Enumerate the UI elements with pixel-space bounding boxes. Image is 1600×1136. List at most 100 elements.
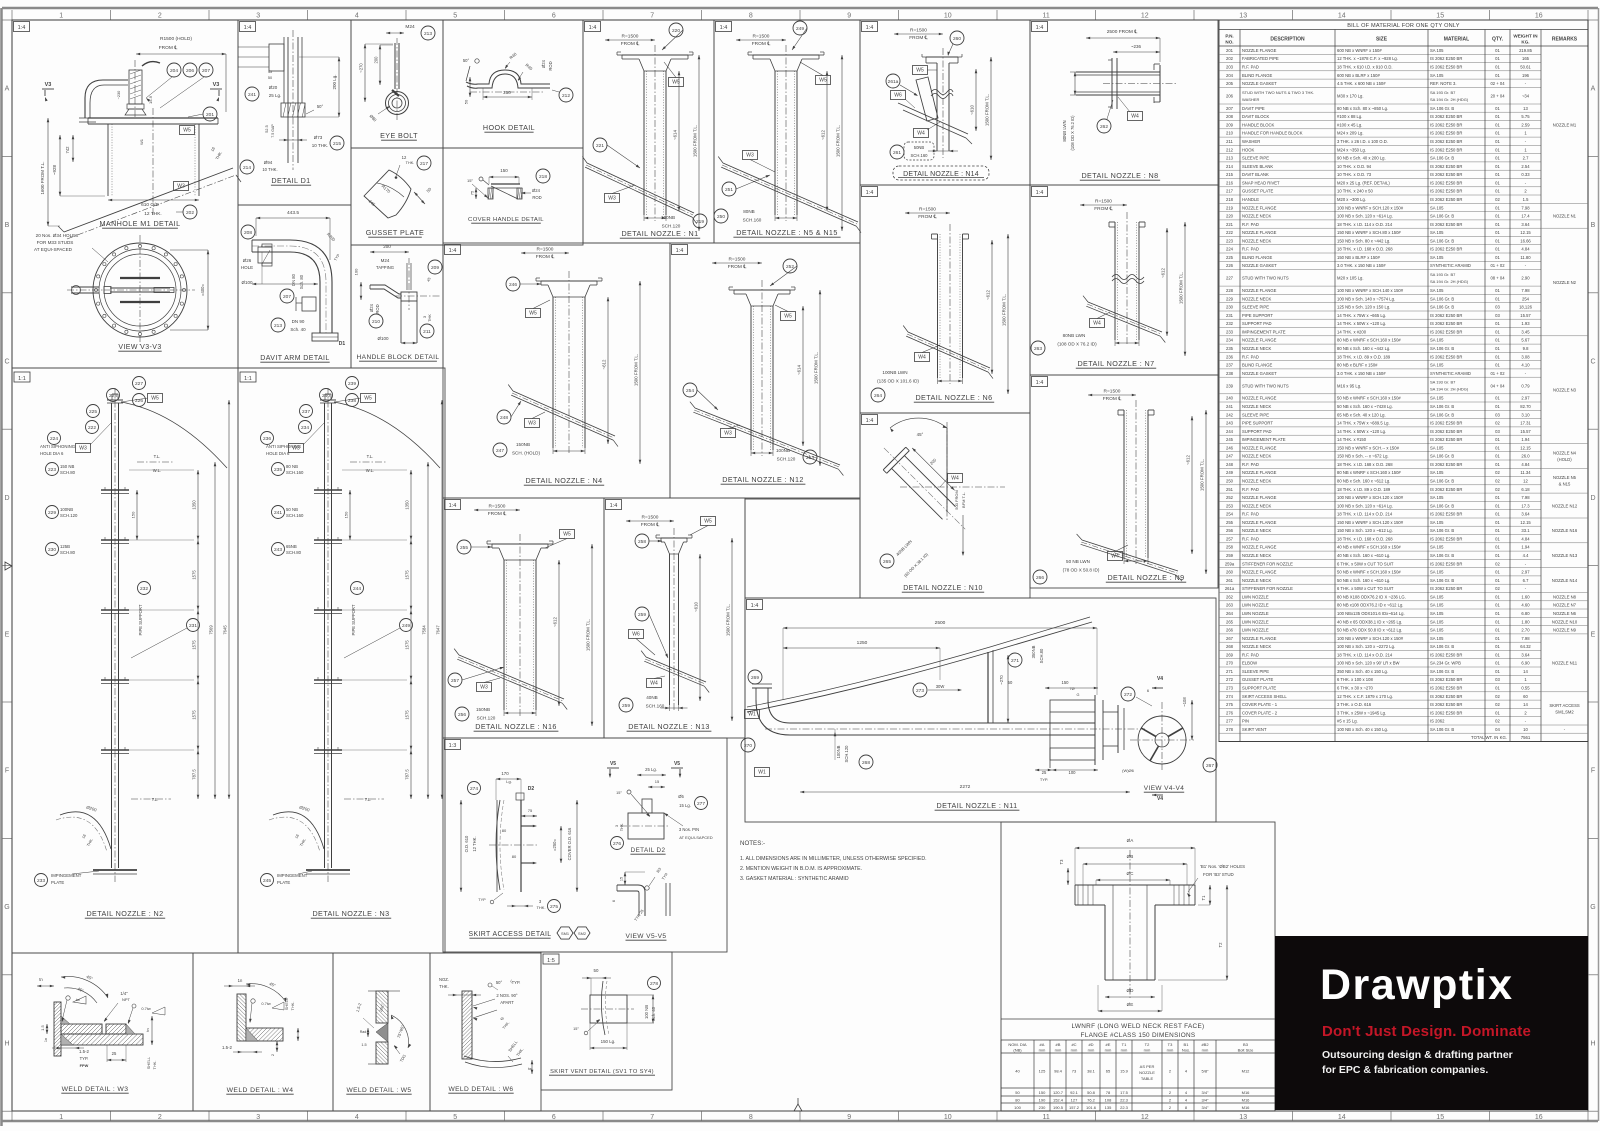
svg-text:257: 257 bbox=[1226, 537, 1234, 542]
svg-text:SHELL: SHELL bbox=[146, 1056, 151, 1069]
svg-text:236: 236 bbox=[1226, 354, 1234, 359]
svg-text:1.93: 1.93 bbox=[1521, 321, 1530, 326]
svg-text:247: 247 bbox=[1226, 454, 1234, 459]
svg-text:01: 01 bbox=[1495, 537, 1500, 542]
svg-text:NOZZLE FLANGE: NOZZLE FLANGE bbox=[1242, 338, 1277, 343]
svg-text:255: 255 bbox=[460, 545, 468, 551]
svg-text:THK.: THK. bbox=[152, 1061, 157, 1070]
svg-text:18,126: 18,126 bbox=[1519, 305, 1532, 310]
svg-text:NOZZLE FLANGE: NOZZLE FLANGE bbox=[1242, 288, 1277, 293]
svg-text:NOZZLE N5: NOZZLE N5 bbox=[1553, 475, 1577, 480]
svg-text:FROM ℄: FROM ℄ bbox=[918, 214, 937, 220]
svg-text:NOZZLE FLANGE: NOZZLE FLANGE bbox=[1242, 520, 1277, 525]
svg-text:263: 263 bbox=[1034, 346, 1042, 352]
svg-text:6: 6 bbox=[552, 1114, 556, 1121]
svg-text:259a: 259a bbox=[1225, 561, 1235, 566]
svg-text:for EPC & fabrication companie: for EPC & fabrication companies. bbox=[1322, 1064, 1488, 1076]
svg-text:3 THK. x 26 I.D. x 100 O.D.: 3 THK. x 26 I.D. x 100 O.D. bbox=[1337, 139, 1388, 144]
svg-text:IS 2062 E250 BR: IS 2062 E250 BR bbox=[1430, 437, 1462, 442]
svg-text:NOZZLE N7: NOZZLE N7 bbox=[1553, 603, 1577, 608]
svg-text:1500 FROM T.L.: 1500 FROM T.L. bbox=[1179, 272, 1184, 304]
svg-text:7561: 7561 bbox=[1521, 735, 1531, 740]
svg-text:Ø73: Ø73 bbox=[314, 135, 323, 140]
svg-text:80 NB x Sch. 160 x ~612 Lg.: 80 NB x Sch. 160 x ~612 Lg. bbox=[1337, 479, 1390, 484]
svg-text:12: 12 bbox=[402, 155, 407, 160]
svg-text:T3: T3 bbox=[1168, 1042, 1173, 1047]
svg-text:DETAIL NOZZLE : N6: DETAIL NOZZLE : N6 bbox=[915, 393, 992, 402]
svg-text:238: 238 bbox=[348, 398, 356, 404]
svg-text:14 THK. x 50W x ~120 Lg.: 14 THK. x 50W x ~120 Lg. bbox=[1337, 429, 1386, 434]
svg-text:ØE: ØE bbox=[1127, 1002, 1134, 1007]
svg-text:SM2: SM2 bbox=[578, 931, 586, 936]
svg-text:01: 01 bbox=[1495, 255, 1500, 260]
svg-text:4: 4 bbox=[1185, 1069, 1188, 1074]
svg-text:COVER PLATE - 1: COVER PLATE - 1 bbox=[1242, 702, 1278, 707]
svg-text:10 THK.: 10 THK. bbox=[312, 143, 328, 148]
svg-text:NOZZLE N13: NOZZLE N13 bbox=[1552, 553, 1578, 558]
svg-text:NOZZLE N4: NOZZLE N4 bbox=[1553, 450, 1577, 455]
svg-text:FROM ℄: FROM ℄ bbox=[621, 41, 640, 47]
svg-text:260: 260 bbox=[1226, 570, 1234, 575]
svg-text:R.F. PAD: R.F. PAD bbox=[1242, 247, 1259, 252]
svg-text:20 + 04: 20 + 04 bbox=[1490, 94, 1505, 99]
svg-text:226: 226 bbox=[1226, 263, 1234, 268]
svg-text:01: 01 bbox=[1495, 156, 1500, 161]
svg-text:1n: 1n bbox=[44, 1038, 48, 1042]
svg-text:#E: #E bbox=[1106, 1042, 1111, 1047]
svg-text:214: 214 bbox=[1226, 164, 1234, 169]
svg-text:R=1500: R=1500 bbox=[919, 207, 936, 213]
svg-text:WEIGHT IN: WEIGHT IN bbox=[1513, 34, 1538, 39]
svg-text:R=1500: R=1500 bbox=[1095, 199, 1112, 205]
svg-text:50: 50 bbox=[464, 99, 469, 104]
svg-text:R.F. PAD: R.F. PAD bbox=[1242, 65, 1259, 70]
svg-text:16.66: 16.66 bbox=[1520, 238, 1531, 243]
svg-text:01: 01 bbox=[1495, 321, 1500, 326]
svg-text:SCH.80: SCH.80 bbox=[60, 470, 76, 475]
svg-text:(108 OD X 76.2 ID): (108 OD X 76.2 ID) bbox=[1070, 115, 1075, 151]
svg-text:204: 204 bbox=[1226, 73, 1234, 78]
svg-text:DETAIL NOZZLE : N9: DETAIL NOZZLE : N9 bbox=[1107, 573, 1184, 582]
svg-text:R40: R40 bbox=[508, 51, 518, 60]
svg-text:18 THK. x I.D. 168 x O.D. 268: 18 THK. x I.D. 168 x O.D. 268 bbox=[1337, 537, 1393, 542]
svg-text:NOZZLE NECK: NOZZLE NECK bbox=[1242, 503, 1272, 508]
svg-text:200 Lg.: 200 Lg. bbox=[332, 74, 337, 89]
svg-text:2: 2 bbox=[1169, 1105, 1172, 1110]
svg-text:1.94: 1.94 bbox=[1521, 437, 1530, 442]
svg-text:6.7: 6.7 bbox=[1523, 578, 1529, 583]
svg-text:01: 01 bbox=[1495, 363, 1500, 368]
svg-text:12: 12 bbox=[1141, 13, 1149, 20]
svg-text:233: 233 bbox=[37, 878, 45, 884]
svg-text:256: 256 bbox=[458, 712, 466, 718]
svg-text:100 NB x Sch. 140 x ~7574 Lg.: 100 NB x Sch. 140 x ~7574 Lg. bbox=[1337, 296, 1395, 301]
svg-text:40: 40 bbox=[1015, 1069, 1020, 1074]
svg-text:3.64: 3.64 bbox=[1521, 512, 1530, 517]
svg-text:267: 267 bbox=[1226, 636, 1234, 641]
svg-text:APART: APART bbox=[500, 1000, 514, 1005]
svg-text:26.0: 26.0 bbox=[1521, 454, 1530, 459]
svg-text:SM1,SM2: SM1,SM2 bbox=[1555, 709, 1574, 714]
svg-text:25: 25 bbox=[1042, 770, 1047, 775]
svg-text:01: 01 bbox=[1495, 710, 1500, 715]
svg-text:7.98: 7.98 bbox=[1521, 495, 1530, 500]
svg-text:50: 50 bbox=[268, 76, 272, 80]
svg-text:200: 200 bbox=[383, 244, 391, 249]
svg-text:NOZZLE N1: NOZZLE N1 bbox=[1553, 214, 1577, 219]
svg-text:SA 105: SA 105 bbox=[1430, 48, 1444, 53]
svg-text:14: 14 bbox=[1523, 669, 1528, 674]
svg-text:1500 FROM T.L.: 1500 FROM T.L. bbox=[634, 354, 639, 386]
svg-text:249: 249 bbox=[402, 623, 410, 629]
svg-text:03: 03 bbox=[1495, 429, 1500, 434]
svg-text:200: 200 bbox=[374, 56, 379, 64]
svg-text:201: 201 bbox=[1226, 48, 1234, 53]
svg-text:17.5: 17.5 bbox=[1120, 1090, 1129, 1095]
svg-text:IS 2062 E250 BR: IS 2062 E250 BR bbox=[1430, 247, 1462, 252]
svg-text:6: 6 bbox=[552, 13, 556, 20]
svg-text:15: 15 bbox=[620, 877, 624, 881]
svg-text:SA 105: SA 105 bbox=[1430, 445, 1444, 450]
svg-text:78: 78 bbox=[1106, 1090, 1111, 1095]
svg-text:274: 274 bbox=[1226, 694, 1234, 699]
svg-text:01: 01 bbox=[1495, 56, 1500, 61]
svg-text:269: 269 bbox=[751, 675, 759, 681]
svg-text:FROM ℄: FROM ℄ bbox=[159, 45, 178, 51]
svg-text:~236: ~236 bbox=[1131, 44, 1142, 49]
